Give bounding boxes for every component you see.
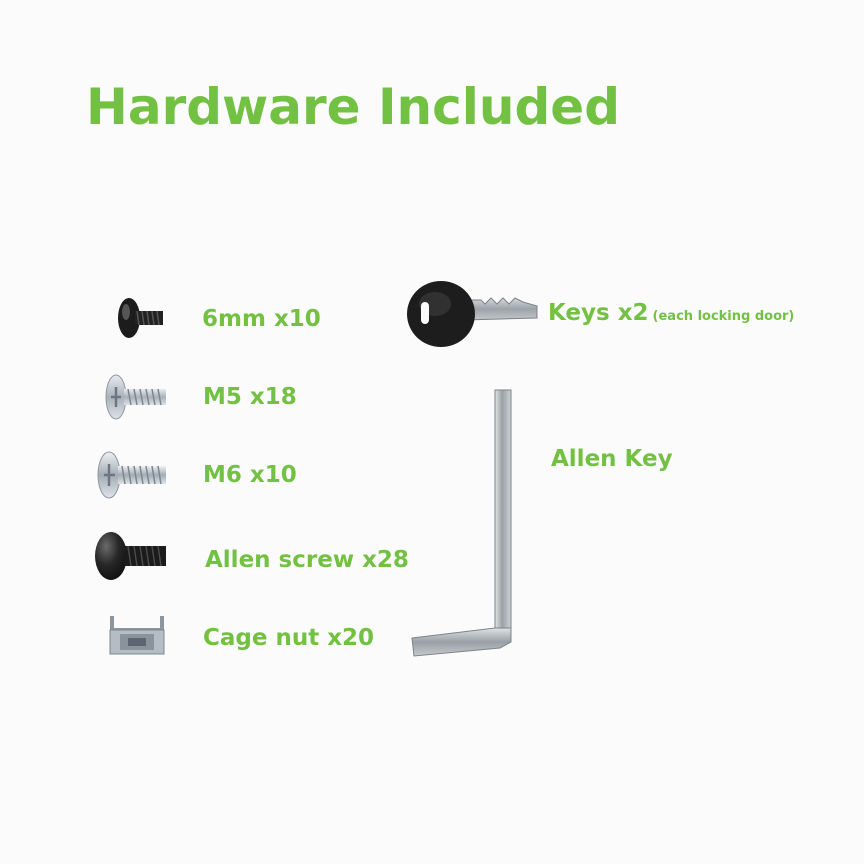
item-label-m6: M6 x10 <box>203 462 297 488</box>
allen-key-label: Allen Key <box>551 446 673 472</box>
silver-screw-icon <box>105 374 166 420</box>
allen-screw-icon <box>95 532 166 580</box>
keys-label-text: Keys x2 <box>548 300 649 326</box>
item-label-6mm: 6mm x10 <box>202 306 321 332</box>
key-icon <box>407 281 538 347</box>
item-label-allen-screw: Allen screw x28 <box>205 547 409 573</box>
item-label-cage-nut: Cage nut x20 <box>203 625 375 651</box>
cage-nut-icon <box>109 616 165 655</box>
keys-note: (each locking door) <box>652 309 795 324</box>
silver-screw-icon <box>97 451 166 499</box>
item-label-m5: M5 x18 <box>203 384 297 410</box>
allen-key-icon <box>411 389 512 657</box>
keys-label: Keys x2(each locking door) <box>548 302 794 325</box>
black-screw-icon <box>118 298 163 338</box>
page-title: Hardware Included <box>86 78 621 136</box>
